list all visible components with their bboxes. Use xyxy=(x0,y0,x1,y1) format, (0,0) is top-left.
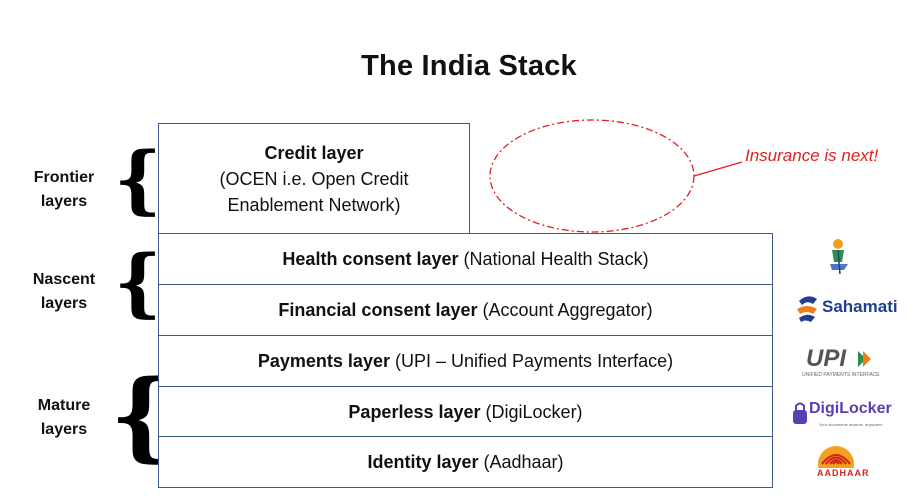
upi-logo-text: UPI xyxy=(806,345,847,372)
sahamati-logo: Sahamati xyxy=(795,292,898,324)
financial-consent-layer-box: Financial consent layer (Account Aggrega… xyxy=(158,284,773,336)
sahamati-logo-text: Sahamati xyxy=(822,297,898,316)
aadhaar-logo: AADHAAR xyxy=(801,442,871,478)
upi-tagline: UNIFIED PAYMENTS INTERFACE xyxy=(802,372,880,378)
layer-name: Payments layer xyxy=(257,350,390,371)
upi-arrow-icon xyxy=(858,351,871,367)
layer-name: Paperless layer xyxy=(348,401,481,422)
credit-layer-box: Credit layer (OCEN i.e. Open Credit Enab… xyxy=(158,123,470,234)
group-label-mature: Mature layers xyxy=(37,397,91,438)
digilocker-tagline: Your documents anytime, anywhere xyxy=(819,422,883,427)
aadhaar-logo-text: AADHAAR xyxy=(817,468,870,478)
diagram-title: The India Stack xyxy=(361,50,577,82)
layer-detail: (National Health Stack) xyxy=(463,248,649,269)
brace-frontier: { xyxy=(114,137,162,223)
paperless-layer-box: Paperless layer (DigiLocker) xyxy=(158,386,773,438)
insurance-placeholder-ellipse xyxy=(489,119,695,233)
credit-layer-detail-line1: (OCEN i.e. Open Credit xyxy=(219,168,409,189)
digilocker-logo: DigiLocker Your documents anytime, anywh… xyxy=(790,398,892,434)
identity-layer-box: Identity layer (Aadhaar) xyxy=(158,436,773,488)
layer-detail: (DigiLocker) xyxy=(485,401,583,422)
annotation-connector xyxy=(693,161,743,177)
credit-layer-name: Credit layer xyxy=(264,142,364,163)
insurance-annotation: Insurance is next! xyxy=(745,146,879,165)
health-consent-layer-box: Health consent layer (National Health St… xyxy=(158,233,773,285)
sahamati-mark-icon xyxy=(797,296,817,322)
upi-logo: UPI UNIFIED PAYMENTS INTERFACE xyxy=(800,345,880,379)
credit-layer-detail-line2: Enablement Network) xyxy=(227,194,401,215)
layer-name: Identity layer xyxy=(367,451,479,472)
aadhaar-fingerprint-icon xyxy=(818,446,854,470)
digilocker-logo-text: DigiLocker xyxy=(809,400,892,417)
layer-detail: (Aadhaar) xyxy=(483,451,564,472)
group-label-frontier: Frontier layers xyxy=(33,169,95,210)
layer-detail: (Account Aggregator) xyxy=(482,299,653,320)
group-label-nascent: Nascent layers xyxy=(32,271,96,312)
layer-detail: (UPI – Unified Payments Interface) xyxy=(394,350,674,371)
national-health-stack-icon xyxy=(830,239,848,275)
digilocker-lock-icon xyxy=(793,402,807,424)
layer-name: Financial consent layer xyxy=(278,299,478,320)
brace-nascent: { xyxy=(114,240,162,326)
layer-name: Health consent layer xyxy=(282,248,459,269)
